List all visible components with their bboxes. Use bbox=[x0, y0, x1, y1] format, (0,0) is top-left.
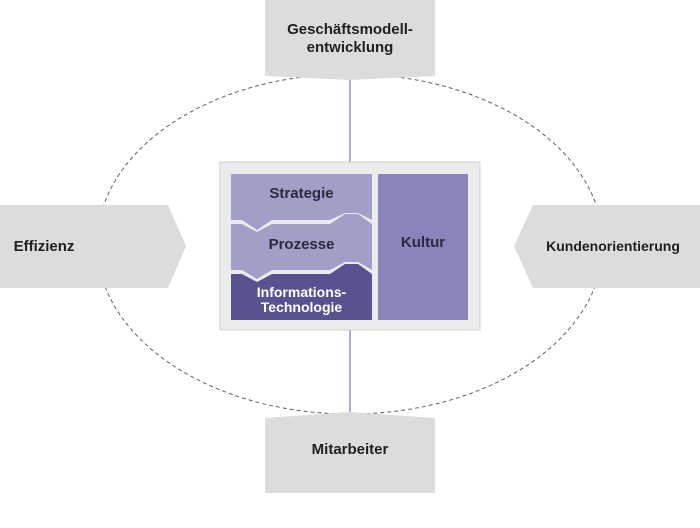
it-label: Informations- Technologie bbox=[231, 280, 372, 320]
left-box-shape bbox=[0, 205, 186, 288]
top-box-label: Geschäftsmodell- entwicklung bbox=[265, 14, 435, 64]
top-box-shape bbox=[265, 0, 435, 80]
prozesse-block bbox=[231, 214, 372, 279]
bottom-box-label: Mitarbeiter bbox=[311, 441, 389, 458]
top-box-label-line2: entwicklung bbox=[306, 39, 394, 56]
strategie-block bbox=[231, 174, 372, 230]
strategie-label: Strategie bbox=[269, 185, 334, 202]
it-label-line2: Technologie bbox=[260, 299, 343, 315]
top-box-label-line1: Geschäftsmodell- bbox=[287, 21, 413, 38]
it-block bbox=[231, 264, 372, 320]
kultur-label: Kultur bbox=[400, 234, 446, 251]
bottom-box-shape bbox=[265, 412, 435, 493]
prozesse-label: Prozesse bbox=[268, 236, 335, 253]
right-box-shape bbox=[514, 205, 700, 288]
it-label-line1: Informations- bbox=[256, 283, 347, 300]
left-box-label: Effizienz bbox=[13, 237, 75, 255]
kultur-block bbox=[378, 174, 468, 320]
right-box-label: Kundenorientierung bbox=[546, 238, 680, 255]
